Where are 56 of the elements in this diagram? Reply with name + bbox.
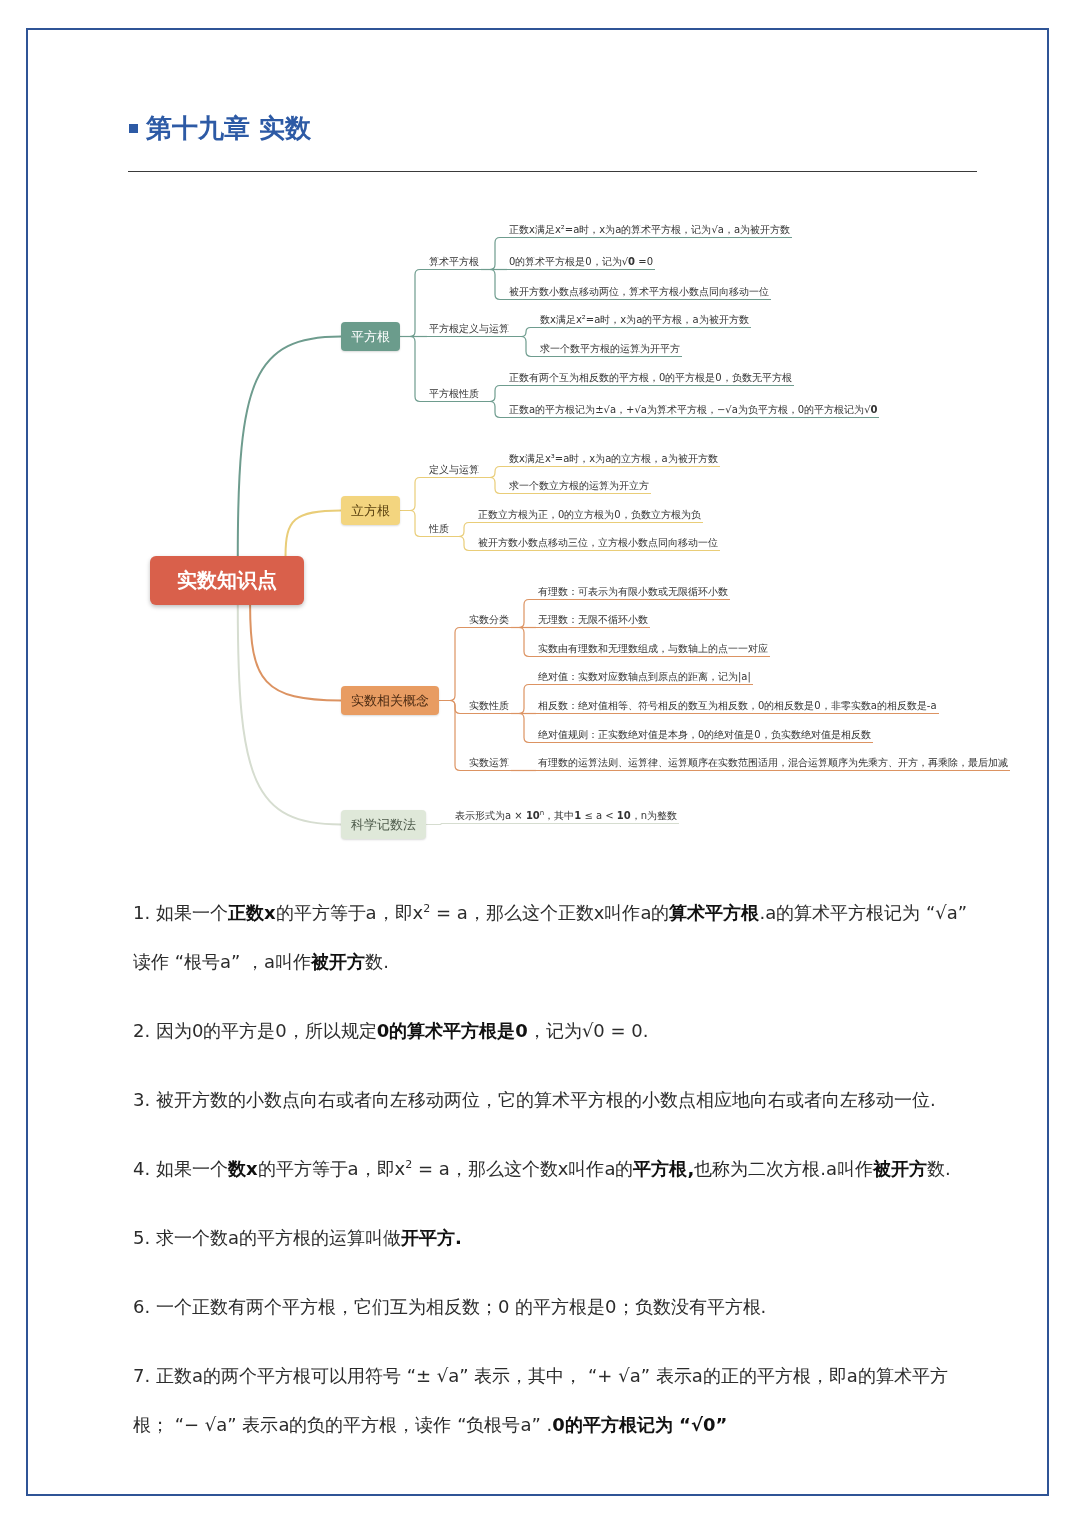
leaf-label: 被开方数小数点移动两位，算术平方根小数点同向移动一位 [507, 285, 771, 300]
subtopic-label: 性质 [427, 522, 451, 537]
leaf-label: 无理数：无限不循环小数 [536, 613, 650, 628]
leaf-label: 绝对值规则：正实数绝对值是本身，0的绝对值是0，负实数绝对值是相反数 [536, 728, 873, 743]
note-paragraph: 1. 如果一个正数x的平方等于a，即x$^{2}$ = a，那么这个正数x叫作a的算术平方根.a的算术平方根记为 “√a” 读作 “根号a” ，a叫作被开方数. [133, 901, 969, 974]
leaf-label: 正数x满足x²=a时，x为a的算术平方根，记为√a，a为被开方数 [507, 223, 793, 238]
branch-line [510, 712, 537, 744]
topic-box: 科学记数法 [341, 810, 426, 839]
leaf-label: 绝对值：实数对应数轴点到原点的距离，记为|a| [536, 670, 753, 685]
leaf-label: 正数立方根为正，0的立方根为0，负数立方根为负 [476, 508, 703, 523]
note-paragraph: 6. 一个正数有两个平方根，它们互为相反数；0 的平方根是0；负数没有平方根. [133, 1295, 768, 1319]
leaf-label: 表示形式为a × 10$^{n}$，其中1 ≤ a < 10，n为整数 [453, 809, 680, 824]
leaf-label: 相反数：绝对值相等、符号相反的数互为相反数，0的相反数是0，非零实数a的相反数是-a [536, 699, 939, 714]
branch-line [480, 476, 508, 495]
branch-line [480, 268, 508, 301]
subtopic-label: 算术平方根 [427, 255, 481, 270]
note-paragraph: 5. 求一个数a的平方根的运算叫做开平方. [133, 1226, 463, 1250]
topic-box: 平方根 [341, 322, 400, 351]
leaf-label: 实数由有理数和无理数组成，与数轴上的点一一对应 [536, 642, 770, 657]
branch-line [510, 626, 537, 658]
leaf-label: 被开方数小数点移动三位，立方根小数点同向移动一位 [476, 536, 720, 551]
central-topic-box: 实数知识点 [150, 556, 304, 605]
chapter-title: 第十九章 实数 [146, 112, 312, 145]
leaf-label: 数x满足x²=a时，x为a的平方根，a为被开方数 [538, 313, 751, 328]
leaf-label: 有理数：可表示为有限小数或无限循环小数 [536, 585, 730, 600]
leaf-label: 正数a的平方根记为±√a，+√a为算术平方根，−√a为负平方根，0的平方根记为√0 [507, 403, 880, 418]
branch-line [236, 335, 342, 557]
leaf-label: 数x满足x³=a时，x为a的立方根，a为被开方数 [507, 452, 720, 467]
branch-line [399, 509, 428, 538]
branch-line [510, 769, 537, 772]
branch-line [450, 535, 477, 552]
branch-line [249, 604, 342, 702]
subtopic-label: 平方根性质 [427, 387, 481, 402]
branch-line [399, 335, 428, 403]
topic-box: 实数相关概念 [341, 686, 439, 715]
branch-line [480, 400, 508, 419]
branch-line [438, 699, 468, 772]
subtopic-label: 定义与运算 [427, 463, 481, 478]
branch-line [510, 335, 539, 358]
subtopic-label: 实数运算 [467, 756, 511, 771]
branch-line [236, 604, 342, 826]
branch-line [284, 509, 342, 557]
leaf-label: 正数有两个互为相反数的平方根，0的平方根是0，负数无平方根 [507, 371, 794, 386]
topic-box: 立方根 [341, 496, 400, 525]
leaf-label: 0的算术平方根是0，记为√0 =0 [507, 255, 655, 270]
note-paragraph: 3. 被开方数的小数点向右或者向左移动两位，它的算术平方根的小数点相应地向右或者向左移动一位. [133, 1088, 937, 1112]
branch-line [425, 822, 454, 826]
leaf-label: 有理数的运算法则、运算律、运算顺序在实数范围适用，混合运算顺序为先乘方、开方，再乘除，最后加减 [536, 756, 1010, 771]
subtopic-label: 实数分类 [467, 613, 511, 628]
leaf-label: 求一个数立方根的运算为开立方 [507, 479, 651, 494]
note-paragraph: 2. 因为0的平方是0，所以规定0的算术平方根是0，记为√0 = 0. [133, 1019, 650, 1043]
note-paragraph: 4. 如果一个数x的平方等于a，即x$^{2}$ = a，那么这个数x叫作a的平方根,也称为二次方根.a叫作被开方数. [133, 1157, 952, 1181]
note-paragraph: 7. 正数a的两个平方根可以用符号 “± √a” 表示，其中， “+ √a” 表示a的正的平方根，即a的算术平方根； “− √a” 表示a的负的平方根，读作 “负根号a” .0的平方根记为 “√0” [133, 1364, 949, 1437]
subtopic-label: 实数性质 [467, 699, 511, 714]
subtopic-label: 平方根定义与运算 [427, 322, 511, 337]
leaf-label: 求一个数平方根的运算为开平方 [538, 342, 682, 357]
